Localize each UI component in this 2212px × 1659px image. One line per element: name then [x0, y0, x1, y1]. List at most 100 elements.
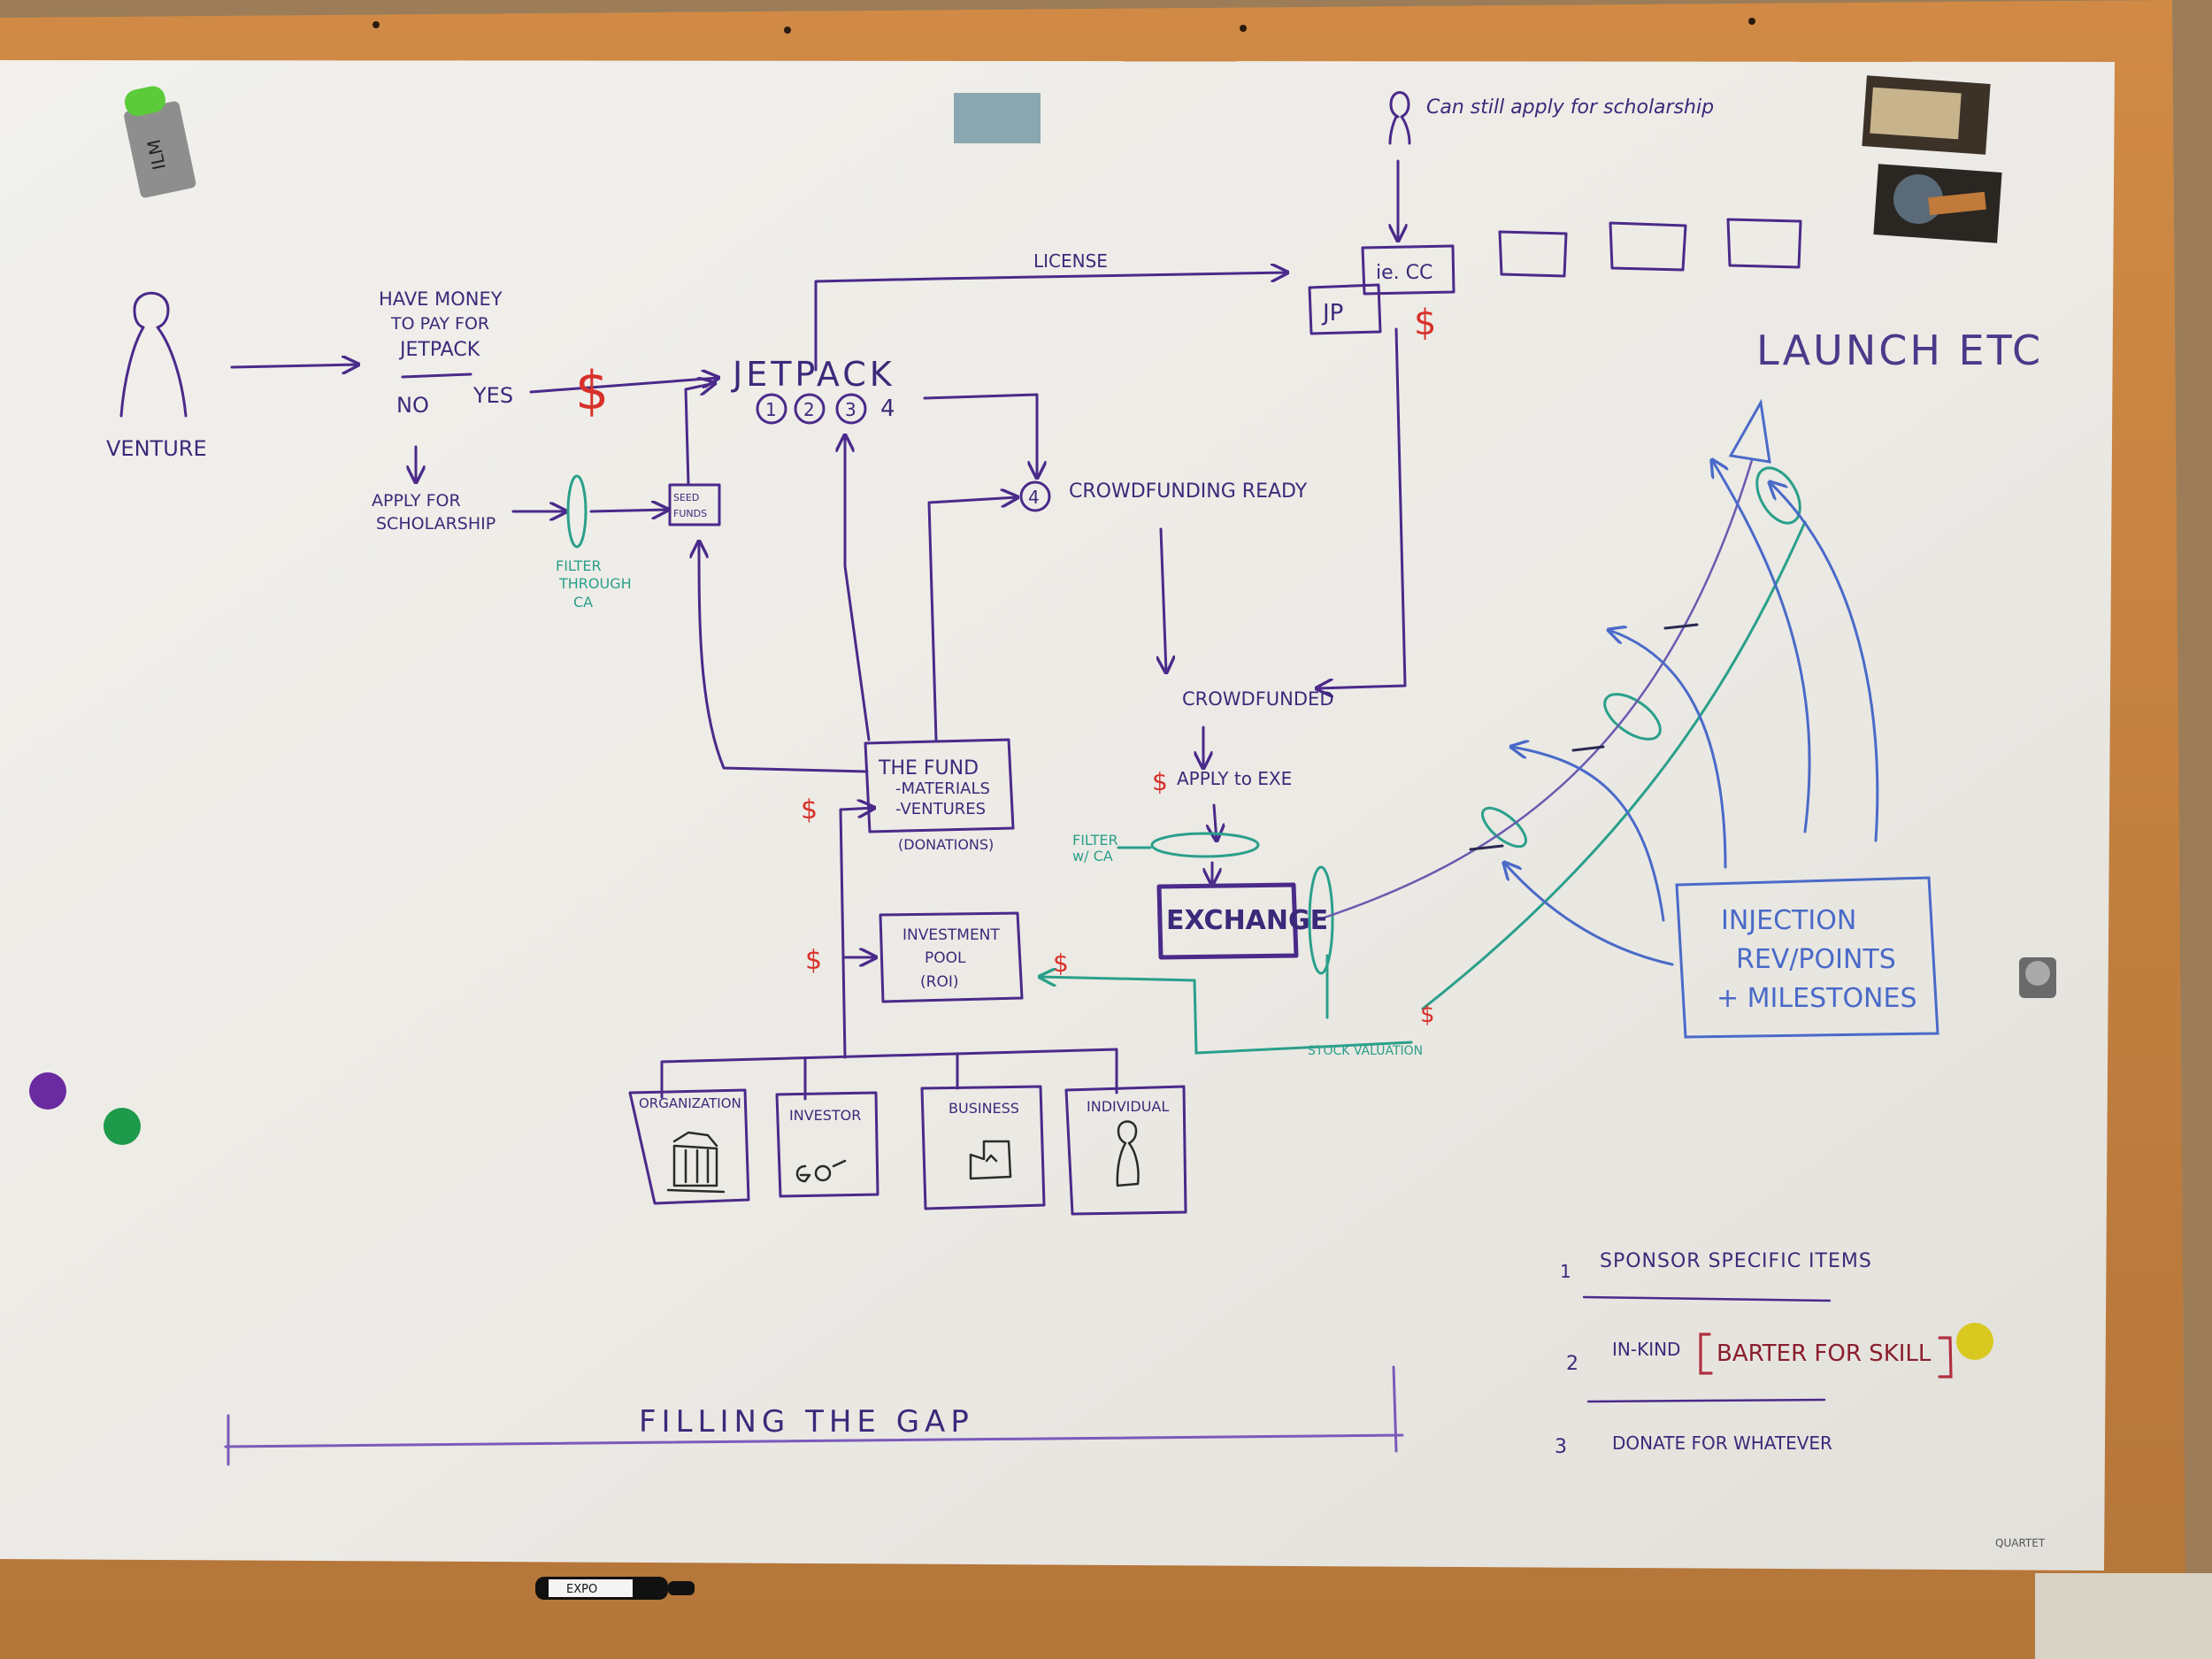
cc-label: ie. CC: [1376, 262, 1432, 284]
jetpack-title: JETPACK: [731, 355, 895, 394]
apply-exe-label: APPLY to EXE: [1177, 768, 1292, 789]
launch-label: LAUNCH ETC: [1756, 326, 2043, 374]
individual-person-icon: [1116, 1120, 1140, 1187]
source-organization: ORGANIZATION: [639, 1095, 741, 1111]
pool-line-3: (ROI): [920, 973, 958, 991]
filter-line-1: FILTER: [556, 557, 602, 574]
arrow-fund-jetpack: [845, 435, 871, 741]
exchange-label: EXCHANGE: [1166, 905, 1328, 936]
launch-curve-green: [1421, 520, 1807, 1010]
sponsor-num-3: 3: [1555, 1436, 1567, 1458]
launch-arc-1: [1770, 482, 1879, 842]
board-clip[interactable]: [2019, 957, 2056, 998]
dollar-apply: $: [1152, 767, 1168, 796]
injection-line-2: REV/POINTS: [1736, 944, 1896, 975]
apply-line-2: SCHOLARSHIP: [376, 514, 495, 534]
stage-circle-3: [835, 393, 867, 425]
crowdfunding-num: 4: [1028, 487, 1040, 508]
apply-line-1: APPLY FOR: [372, 491, 461, 511]
dollar-stock-pool: $: [1053, 949, 1069, 978]
stage-4: 4: [880, 396, 895, 422]
crowdfunded-label: CROWDFUNDED: [1182, 688, 1334, 710]
injection-line-1: INJECTION: [1721, 905, 1856, 936]
dollar-fund: $: [801, 795, 818, 826]
rocket-icon: [1728, 398, 1771, 464]
filling-gap-label: FILLING THE GAP: [639, 1404, 974, 1440]
seed-line-2: FUNDS: [673, 508, 707, 519]
scholarship-person-icon: [1388, 91, 1411, 145]
marker-label: EXPO: [566, 1583, 597, 1596]
sponsor-item-1: SPONSOR SPECIFIC ITEMS: [1600, 1250, 1872, 1272]
future-box-3: [1726, 218, 1802, 269]
sponsor-item-3: DONATE FOR WHATEVER: [1612, 1432, 1832, 1454]
jp-label: JP: [1321, 300, 1343, 326]
barter-brackets: [1699, 1333, 1953, 1379]
magnet-card-1: [1862, 75, 1991, 155]
arrow-seed-jetpack: [684, 383, 715, 487]
dollar-stock: $: [1420, 1002, 1435, 1028]
no-label: NO: [396, 393, 429, 418]
stage-1: 1: [765, 399, 777, 420]
stage-circle-2: [794, 393, 826, 425]
launch-arc-4: [1511, 747, 1665, 922]
whiteboard-surface: [0, 60, 2115, 1571]
magnet-card-2: [1873, 164, 2002, 243]
sponsor-item-2-prefix: IN-KIND: [1612, 1339, 1680, 1360]
source-investor: INVESTOR: [789, 1107, 861, 1124]
question-line-1: HAVE MONEY: [379, 288, 503, 310]
launch-arc-5: [1504, 863, 1674, 966]
stage-3: 3: [845, 399, 856, 420]
fund-line-3: -VENTURES: [895, 800, 986, 818]
crowdfunding-ready: CROWDFUNDING READY: [1069, 480, 1308, 503]
board-brand: QUARTET: [1995, 1537, 2046, 1549]
filter-ca-line-2: w/ CA: [1072, 848, 1113, 864]
arrow-fund-crowdfunding: [927, 497, 1018, 741]
arrow-cc-crowdfunded: [1317, 327, 1407, 688]
cc-box: [1361, 244, 1455, 296]
arrow-ready-crowdfunded: [1161, 527, 1166, 672]
arrow-sources-fund: [839, 808, 874, 1059]
exchange-box: [1156, 882, 1299, 960]
investor-box: [775, 1091, 879, 1198]
venture-person-icon: [119, 291, 188, 418]
filter-line-2: THROUGH: [558, 575, 632, 592]
eraser[interactable]: ILM: [119, 81, 196, 199]
scholarship-note: Can still apply for scholarship: [1426, 96, 1714, 119]
purple-magnet[interactable]: [29, 1072, 66, 1110]
filling-gap-bar: [224, 1365, 1404, 1466]
source-individual: INDIVIDUAL: [1087, 1098, 1169, 1115]
dollar-pool: $: [805, 945, 822, 976]
future-box-1: [1498, 230, 1568, 278]
yes-label: YES: [472, 383, 513, 408]
dry-erase-marker[interactable]: EXPO: [535, 1577, 695, 1600]
factory-icon: [969, 1140, 1012, 1180]
venture-label: VENTURE: [106, 436, 207, 461]
stage-2: 2: [803, 399, 815, 420]
source-business: BUSINESS: [949, 1100, 1019, 1117]
scholarship-filter-ellipse: [566, 474, 588, 549]
arrow-fund-seed: [699, 541, 869, 773]
yellow-magnet[interactable]: [1956, 1323, 1993, 1360]
dollar-yes: $: [575, 360, 609, 422]
sources-bus: [660, 1048, 1118, 1099]
pool-line-2: POOL: [925, 949, 966, 967]
exchange-filter-ellipse: [1150, 832, 1260, 858]
question-line-3: JETPACK: [398, 339, 480, 361]
arrow-license: [814, 273, 1287, 372]
arrow-filter-seed: [589, 510, 668, 511]
green-magnet[interactable]: [104, 1108, 141, 1145]
seed-funds-box: [668, 483, 721, 526]
future-box-2: [1609, 221, 1687, 272]
donations-label: (DONATIONS): [898, 836, 994, 853]
sponsor-item-2-bracket: BARTER FOR SKILL: [1717, 1340, 1932, 1367]
wall-corner: [2035, 1573, 2212, 1659]
arrow-yes-jetpack: [529, 378, 718, 394]
investment-pool-box: [879, 911, 1024, 1003]
pool-line-1: INVESTMENT: [902, 926, 1000, 944]
business-box: [920, 1085, 1046, 1210]
building-icon: [666, 1131, 726, 1194]
sticky-magnet: [954, 93, 1041, 143]
exchange-filter-oval: [1308, 865, 1334, 975]
stock-valuation-label: STOCK VALUATION: [1308, 1044, 1423, 1058]
